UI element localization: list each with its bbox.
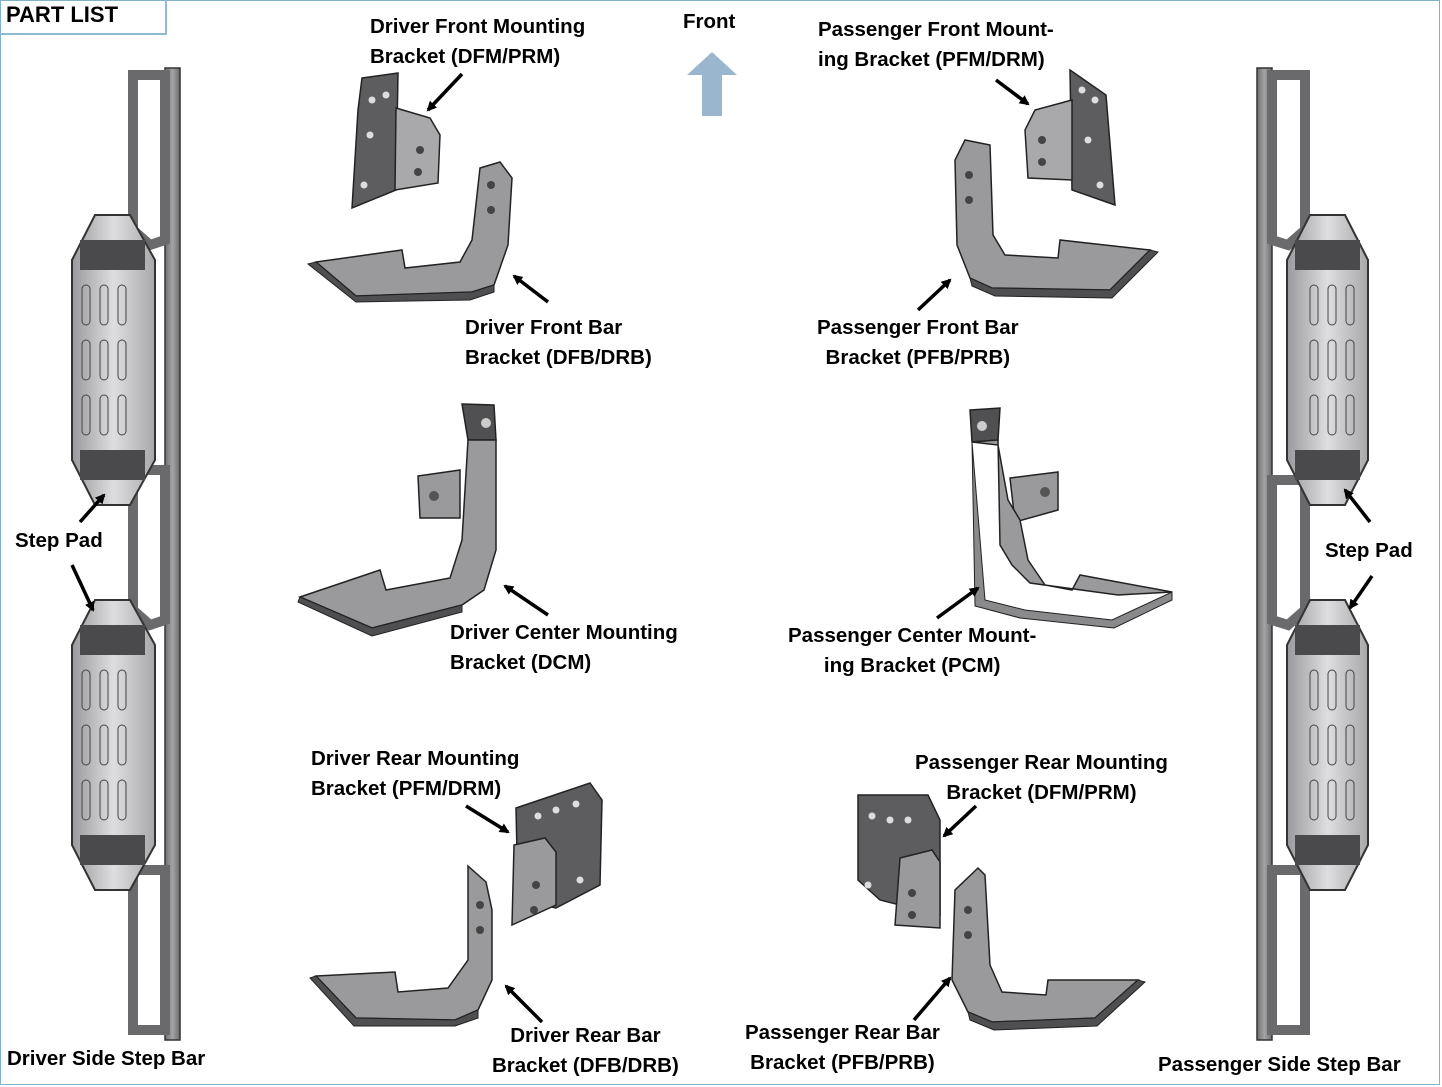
driver-rear-mounting-bracket (511, 782, 603, 927)
passenger-step-pad-upper (1286, 214, 1369, 506)
label-passenger-side-step-bar: Passenger Side Step Bar (1158, 1053, 1401, 1076)
driver-front-bar-bracket (306, 161, 513, 303)
driver-side-step-bar (128, 67, 181, 1041)
front-label: Front (683, 10, 736, 33)
label-driver-side-step-bar: Driver Side Step Bar (7, 1047, 206, 1070)
label-step-pad-left: Step Pad (15, 529, 103, 552)
label-step-pad-right: Step Pad (1325, 539, 1413, 562)
front-direction-arrow (687, 52, 737, 116)
driver-step-pad-upper (71, 214, 156, 506)
label-passenger-front-mounting: Passenger Front Mount-ing Bracket (PFM/D… (818, 18, 1054, 71)
driver-rear-bar-bracket (309, 864, 493, 1027)
label-passenger-center-mounting: Passenger Center Mount-ing Bracket (PCM) (788, 624, 1037, 677)
passenger-front-bar-bracket (954, 139, 1159, 299)
passenger-side-step-bar (1256, 67, 1310, 1041)
driver-center-mounting-bracket (297, 403, 497, 637)
driver-step-pad-lower (71, 599, 156, 891)
pointer-arrows (70, 72, 1374, 1024)
passenger-step-pad-lower (1286, 599, 1369, 891)
passenger-rear-mounting-bracket (857, 794, 941, 929)
passenger-center-mounting-bracket (969, 407, 1173, 629)
part-list-title: PART LIST (0, 0, 167, 35)
passenger-front-mounting-bracket (1024, 68, 1116, 207)
driver-front-mounting-bracket (351, 72, 441, 210)
passenger-rear-bar-bracket (951, 866, 1146, 1031)
